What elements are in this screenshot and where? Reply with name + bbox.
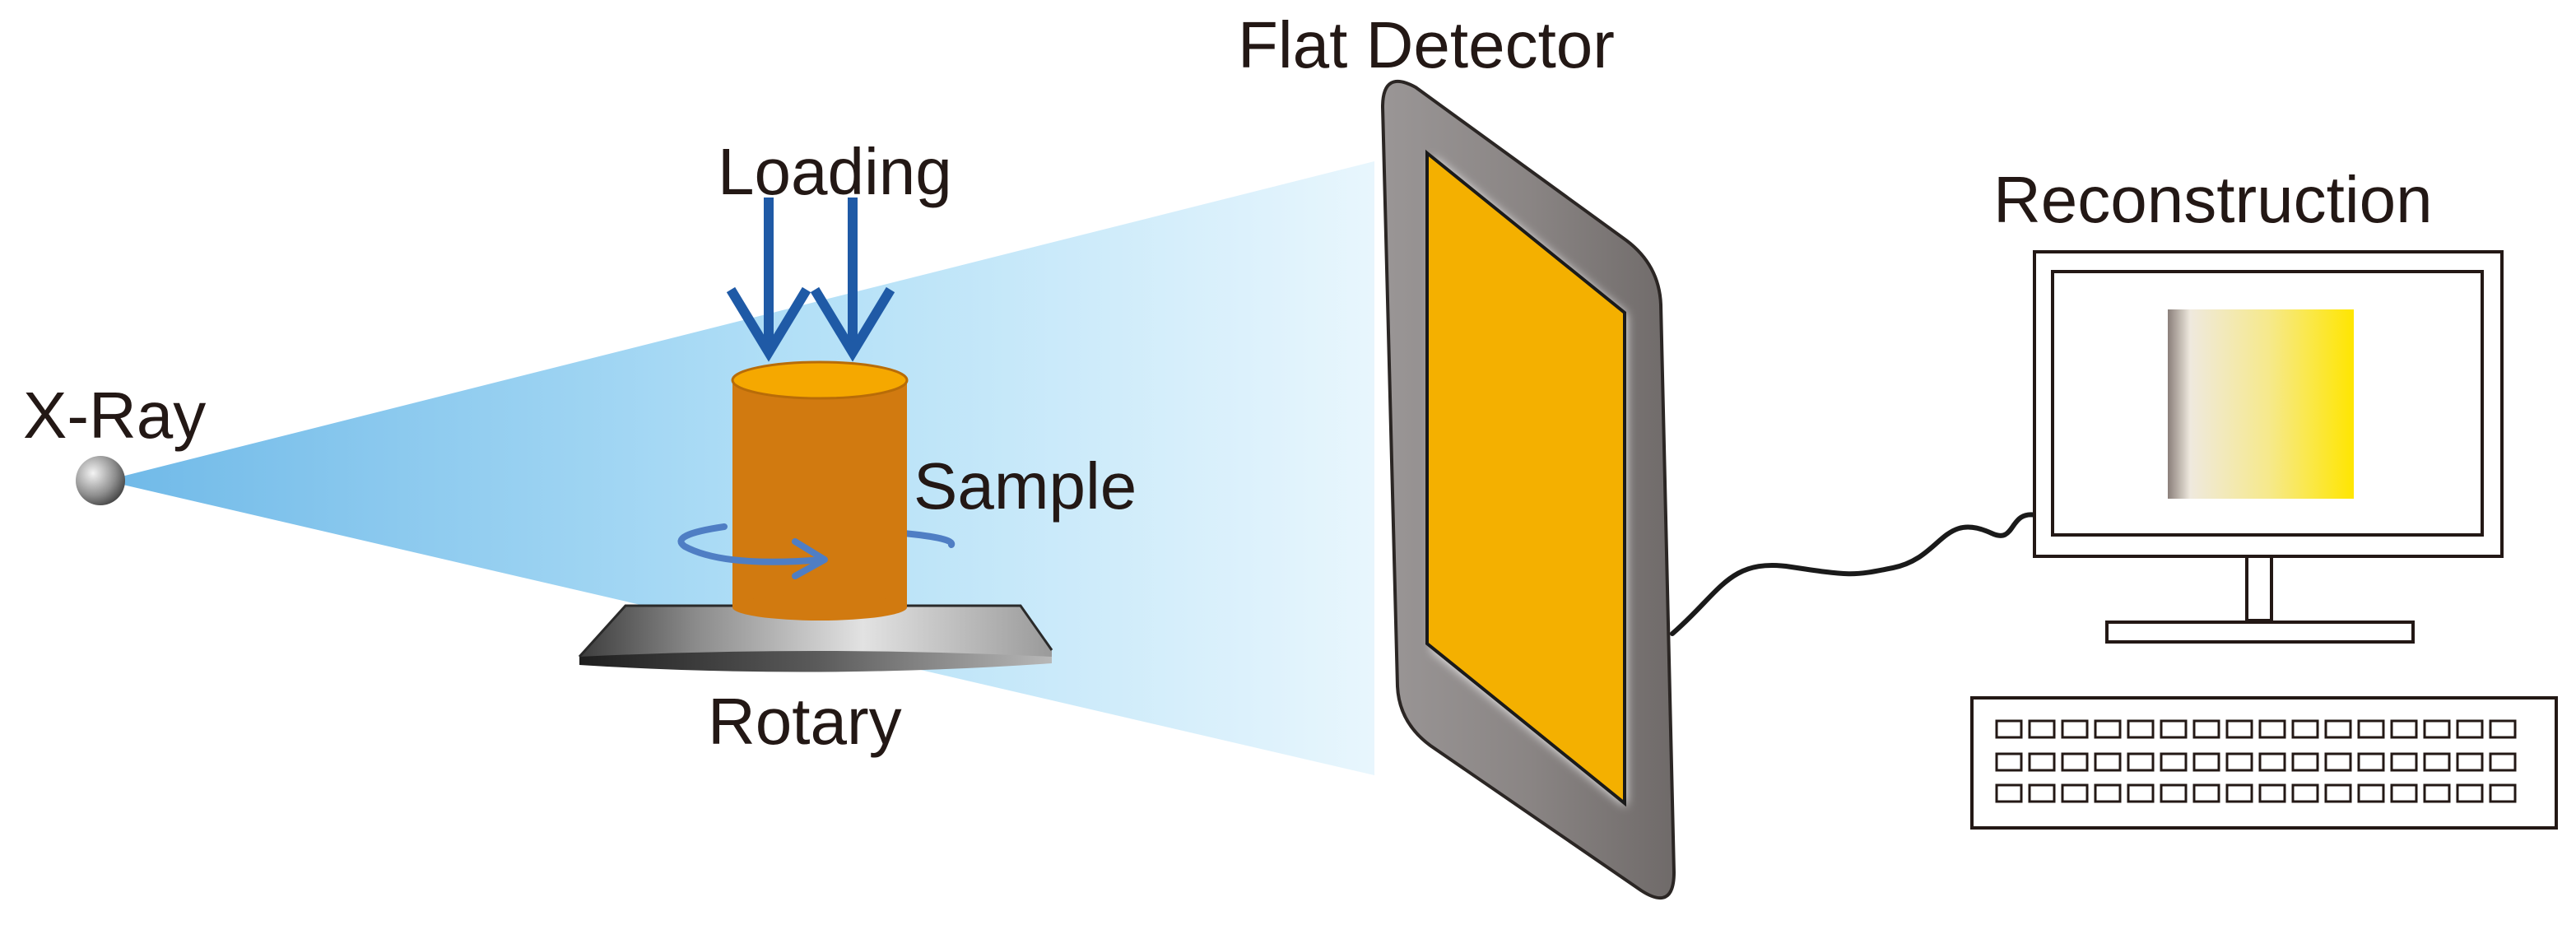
keyboard-key — [2456, 752, 2484, 772]
keyboard-key — [2324, 719, 2352, 739]
rotation-arrow-icon — [677, 523, 828, 579]
keyboard-key — [2192, 719, 2220, 739]
keyboard-key — [2324, 752, 2352, 772]
keyboard-key — [2028, 719, 2056, 739]
keyboard-key — [2160, 752, 2188, 772]
rotary-label: Rotary — [708, 685, 902, 758]
keyboard-key — [2423, 752, 2451, 772]
keyboard-key — [2456, 783, 2484, 803]
detector-panel — [1425, 149, 1626, 807]
keyboard-key — [2225, 752, 2253, 772]
keyboard-key — [2028, 752, 2056, 772]
keyboard-key — [2423, 783, 2451, 803]
keyboard-key — [2192, 752, 2220, 772]
xray-label: X-Ray — [23, 379, 206, 452]
keyboard-key — [2390, 752, 2418, 772]
keyboard-key — [2225, 783, 2253, 803]
keyboard-key — [2357, 783, 2385, 803]
keyboard-key — [1995, 719, 2023, 739]
keyboard-key — [2061, 752, 2089, 772]
keyboard-key — [2094, 719, 2122, 739]
keyboard-key — [2357, 719, 2385, 739]
keyboard-key — [2192, 783, 2220, 803]
keyboard-key — [2061, 719, 2089, 739]
sample-label: Sample — [914, 449, 1137, 523]
keyboard-key — [2423, 719, 2451, 739]
rotation-arrow-back — [900, 530, 956, 548]
keyboard — [1970, 696, 2558, 830]
keyboard-key — [2160, 719, 2188, 739]
keyboard-key — [2258, 783, 2286, 803]
keyboard-key — [1995, 752, 2023, 772]
keyboard-key — [2390, 719, 2418, 739]
keyboard-key — [2127, 783, 2155, 803]
keyboard-key — [2291, 783, 2319, 803]
reconstruction-image — [2168, 309, 2354, 499]
keyboard-key — [2258, 719, 2286, 739]
keyboard-key — [2094, 783, 2122, 803]
keyboard-key — [2489, 783, 2517, 803]
keyboard-key — [2489, 752, 2517, 772]
computer-monitor — [2033, 250, 2504, 644]
keyboard-key — [2291, 719, 2319, 739]
keyboard-key — [2061, 783, 2089, 803]
keyboard-key — [1995, 783, 2023, 803]
keyboard-key — [2160, 783, 2188, 803]
sample-cylinder — [731, 360, 909, 621]
keyboard-key — [2258, 752, 2286, 772]
keyboard-key — [2456, 719, 2484, 739]
keyboard-key — [2028, 783, 2056, 803]
keyboard-key — [2390, 783, 2418, 803]
detector-label: Flat Detector — [1238, 8, 1615, 81]
detector-cable — [1670, 512, 2039, 636]
xray-source-sphere-icon — [76, 456, 125, 505]
keyboard-key — [2489, 719, 2517, 739]
keyboard-key — [2127, 719, 2155, 739]
rotary-stage — [578, 604, 1053, 672]
keyboard-key — [2127, 752, 2155, 772]
reconstruction-label: Reconstruction — [1993, 163, 2433, 236]
keyboard-key — [2357, 752, 2385, 772]
keyboard-key — [2291, 752, 2319, 772]
keyboard-key — [2324, 783, 2352, 803]
flat-detector — [1380, 79, 1676, 900]
keyboard-key — [2225, 719, 2253, 739]
loading-arrow-icon — [726, 198, 895, 362]
keyboard-key — [2094, 752, 2122, 772]
loading-label: Loading — [718, 135, 952, 208]
